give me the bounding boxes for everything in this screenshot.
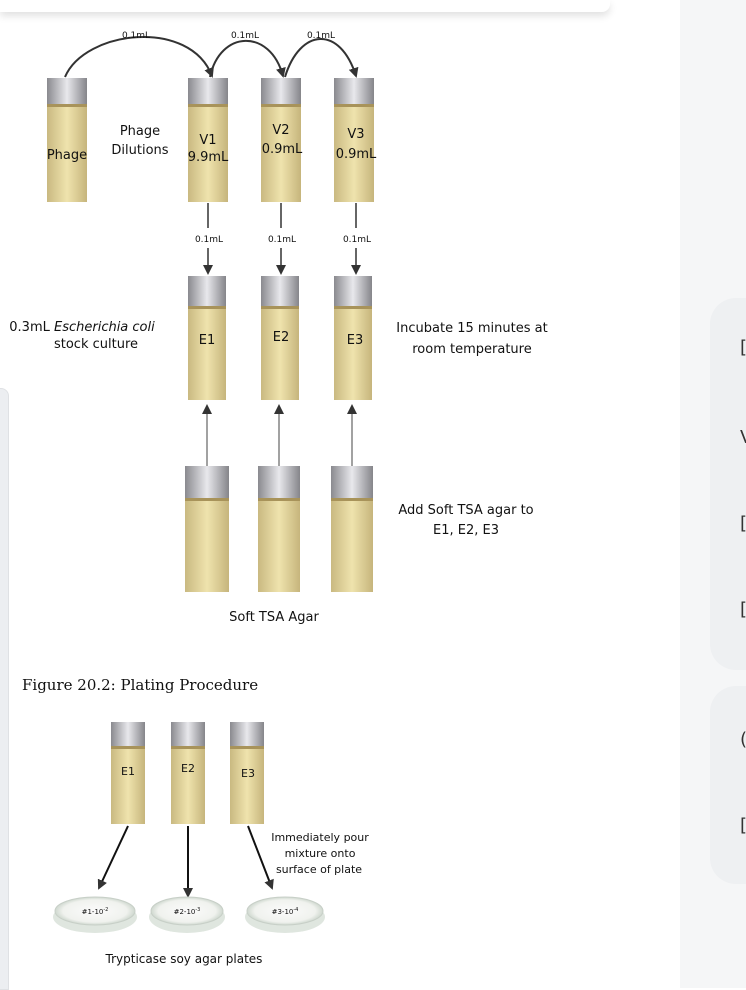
- soft-agar-label: Soft TSA Agar: [229, 610, 319, 625]
- pour-label-line2: mixture onto: [285, 847, 356, 860]
- down-label: 0.1mL: [343, 235, 371, 245]
- phage-dilutions-label-line2: Dilutions: [111, 143, 168, 158]
- soft-agar-tube-2: [258, 466, 300, 592]
- bottom-e-tube-e1: E1: [111, 722, 145, 824]
- plates-label: Trypticase soy agar plates: [105, 952, 263, 966]
- incubate-label-line1: Incubate 15 minutes at: [396, 321, 547, 336]
- transfer-label: 0.1mL: [307, 31, 335, 41]
- tube-volume: 0.9mL: [336, 147, 377, 162]
- soft-agar-tube-3: [331, 466, 373, 592]
- pour-arrow-3: [247, 825, 274, 890]
- figure-caption: Figure 20.2: Plating Procedure: [22, 676, 259, 694]
- ecoli-label-line2: stock culture: [54, 337, 138, 352]
- transfer-arrow-v1-v2: [209, 39, 286, 78]
- check-icon[interactable]: V: [740, 429, 746, 447]
- plate-label: #3-10-4: [272, 907, 299, 916]
- tube-name: E2: [273, 330, 290, 345]
- plate-label: #1-10-2: [82, 907, 109, 916]
- transfer-arrow-phage-v1: [64, 35, 214, 78]
- e-tube-e1: E1: [188, 276, 226, 400]
- bracket-icon[interactable]: [: [740, 515, 746, 533]
- incubate-label-line2: room temperature: [412, 342, 531, 357]
- tube-name: E2: [181, 762, 195, 775]
- bracket-icon[interactable]: [: [740, 817, 746, 835]
- add-agar-label-line1: Add Soft TSA agar to: [398, 503, 533, 518]
- bracket-icon[interactable]: [: [740, 601, 746, 619]
- tube-name: V2: [272, 123, 289, 138]
- petri-plate-1: #1-10-2: [53, 896, 137, 933]
- tube-name: E3: [241, 767, 255, 780]
- side-card-upper: [710, 298, 746, 670]
- pour-label-line3: surface of plate: [276, 863, 362, 876]
- bottom-e-tube-e3: E3: [230, 722, 264, 824]
- tube-name: E1: [199, 333, 216, 348]
- tube-name: E3: [347, 333, 364, 348]
- e-tube-e2: E2: [261, 276, 299, 400]
- tube-name: E1: [121, 765, 135, 778]
- bracket-icon[interactable]: [: [740, 339, 746, 357]
- transfer-label: 0.1mL: [231, 31, 259, 41]
- down-label: 0.1mL: [195, 235, 223, 245]
- phage-tube-label: Phage: [47, 148, 87, 163]
- tube-name: V3: [347, 127, 364, 142]
- transfer-arrow-v2-v3: [284, 38, 359, 78]
- plate-label: #2-10-3: [174, 907, 201, 916]
- dilution-tube-v1: V1 9.9mL: [188, 78, 229, 202]
- soft-agar-tube-1: [185, 466, 229, 592]
- e-tube-e3: E3: [334, 276, 372, 400]
- top-toolbar-edge: [0, 0, 610, 12]
- phage-dilutions-label-line1: Phage: [120, 124, 160, 139]
- add-agar-label-line2: E1, E2, E3: [433, 523, 499, 538]
- petri-plate-3: #3-10-4: [245, 896, 325, 933]
- petri-plate-2: #2-10-3: [149, 896, 225, 933]
- tube-volume: 9.9mL: [188, 150, 229, 165]
- ecoli-label-line1: 0.3mL Escherichia coli: [9, 320, 155, 335]
- dilution-tube-v2: V2 0.9mL: [261, 78, 303, 202]
- side-card-lower: [710, 686, 746, 884]
- pour-arrow-1: [97, 825, 129, 890]
- tube-volume: 0.9mL: [262, 142, 303, 157]
- tube-name: V1: [199, 133, 216, 148]
- transfer-label: 0.1mL: [122, 31, 150, 41]
- down-label: 0.1mL: [268, 235, 296, 245]
- bottom-e-tube-e2: E2: [171, 722, 205, 824]
- phage-tube: Phage: [47, 78, 87, 202]
- circle-icon[interactable]: (: [740, 731, 746, 749]
- pour-label-line1: Immediately pour: [271, 831, 369, 844]
- dilution-tube-v3: V3 0.9mL: [334, 78, 377, 202]
